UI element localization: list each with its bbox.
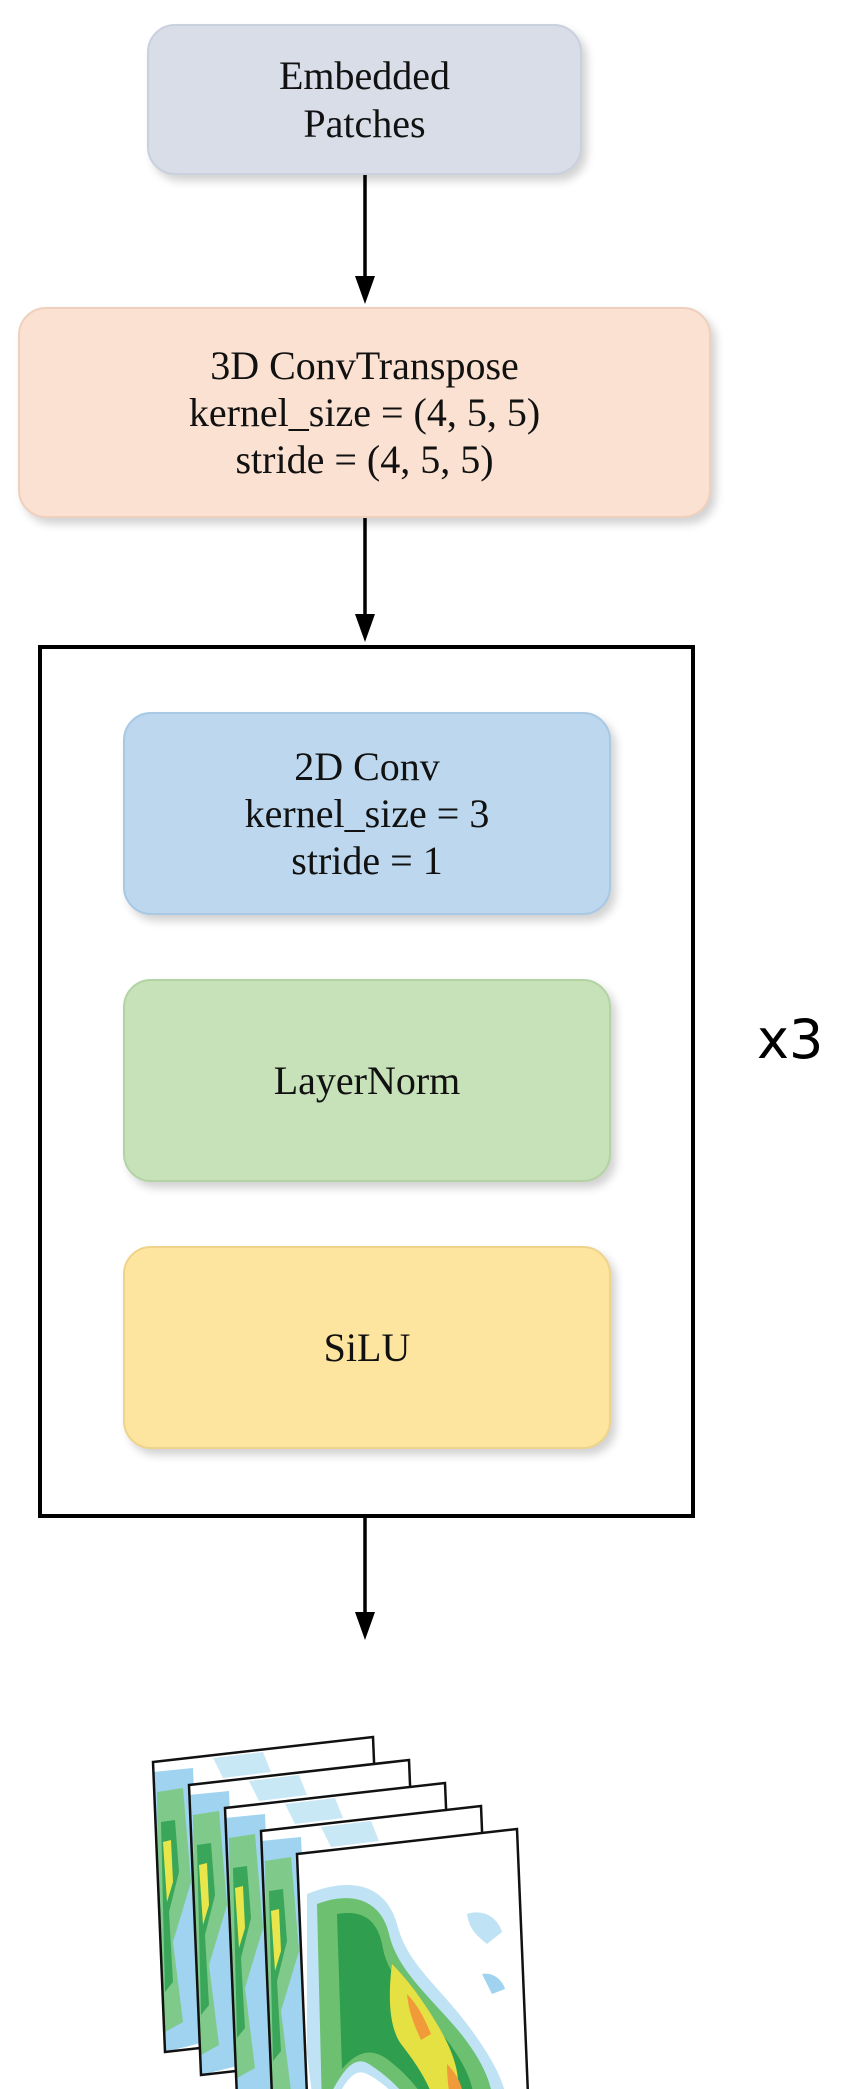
layernorm-label: LayerNorm	[273, 1057, 461, 1103]
arrow-block-to-output	[355, 1518, 375, 1640]
embedded-patches-line-1: Embedded	[278, 53, 451, 99]
output-frames-stack	[151, 1735, 530, 2089]
output-frame	[295, 1827, 530, 2089]
conv2d-title: 2D Conv	[294, 743, 440, 789]
silu-box: SiLU	[123, 1246, 611, 1449]
repeated-block-frame	[38, 645, 695, 1518]
repeat-count-label: x3	[757, 1008, 824, 1071]
embedded-patches-line-2: Patches	[303, 100, 426, 146]
conv-transpose-kernel: kernel_size = (4, 5, 5)	[188, 389, 541, 435]
embedded-patches-box: Embedded Patches	[147, 24, 582, 175]
conv-transpose-box: 3D ConvTranspose kernel_size = (4, 5, 5)…	[18, 307, 711, 518]
conv-transpose-title: 3D ConvTranspose	[210, 342, 519, 388]
conv2d-kernel: kernel_size = 3	[244, 790, 490, 836]
arrow-convt-to-block	[355, 518, 375, 642]
conv2d-box: 2D Conv kernel_size = 3 stride = 1	[123, 712, 611, 915]
silu-label: SiLU	[323, 1324, 411, 1370]
layernorm-box: LayerNorm	[123, 979, 611, 1182]
arrow-embedded-to-convt	[355, 175, 375, 304]
conv2d-stride: stride = 1	[291, 838, 443, 884]
conv-transpose-stride: stride = (4, 5, 5)	[235, 437, 494, 483]
